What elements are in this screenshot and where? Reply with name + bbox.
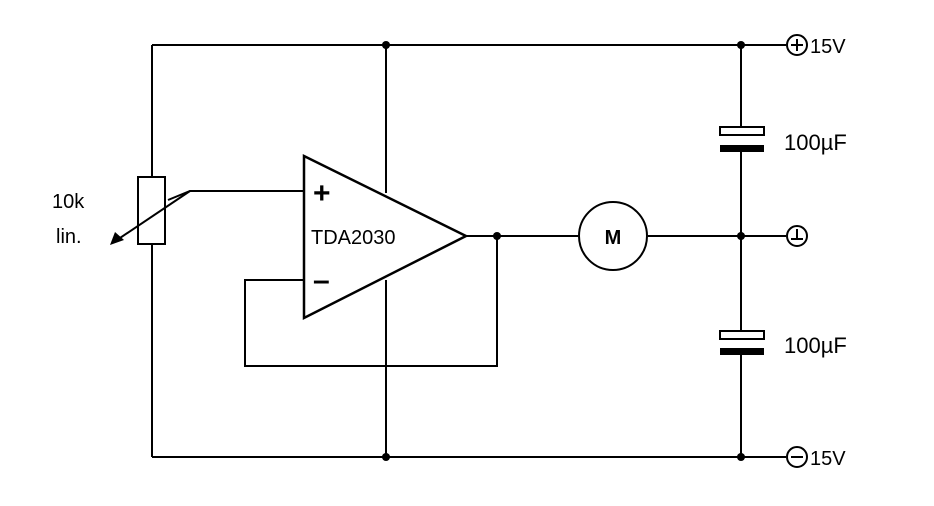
junction-dot <box>737 41 745 49</box>
junction-dot <box>493 232 501 240</box>
junction-dot <box>382 41 390 49</box>
motor-label: M <box>605 227 622 249</box>
potentiometer-value-label: 10k <box>52 191 85 213</box>
negative-supply-terminal: 15V <box>786 446 846 470</box>
positive-supply-terminal: 15V <box>786 34 846 58</box>
noninverting-input-symbol: + <box>313 177 331 210</box>
capacitor-value-label: 100µF <box>784 333 847 358</box>
positive-supply-voltage-label: 15V <box>810 36 846 58</box>
inverting-input-symbol: – <box>313 264 330 297</box>
amplifier-triangle <box>302 153 469 321</box>
wires <box>151 44 786 458</box>
amplifier-name-label: TDA2030 <box>311 227 396 249</box>
capacitor-upper: 100µF <box>719 126 847 155</box>
capacitor-negative-plate <box>720 145 764 152</box>
potentiometer-wiper-arrow <box>113 190 191 243</box>
potentiometer: 10k lin. <box>52 176 191 248</box>
feedback-loop-wire <box>244 236 498 367</box>
motor-circle <box>578 201 648 271</box>
junction-dot <box>737 453 745 461</box>
capacitor-positive-plate <box>719 330 765 340</box>
junctions <box>382 41 745 461</box>
capacitor-lower: 100µF <box>719 330 847 358</box>
capacitor-negative-plate <box>720 348 764 355</box>
junction-dot <box>382 453 390 461</box>
junction-dot <box>737 232 745 240</box>
potentiometer-taper-label: lin. <box>56 226 82 248</box>
ground-terminal <box>786 225 808 247</box>
negative-supply-voltage-label: 15V <box>810 448 846 470</box>
capacitor-positive-plate <box>719 126 765 136</box>
wiper-arrowhead-icon <box>110 232 124 245</box>
motor: M <box>578 201 648 271</box>
capacitor-value-label: 100µF <box>784 130 847 155</box>
amplifier: + – TDA2030 <box>302 153 469 321</box>
